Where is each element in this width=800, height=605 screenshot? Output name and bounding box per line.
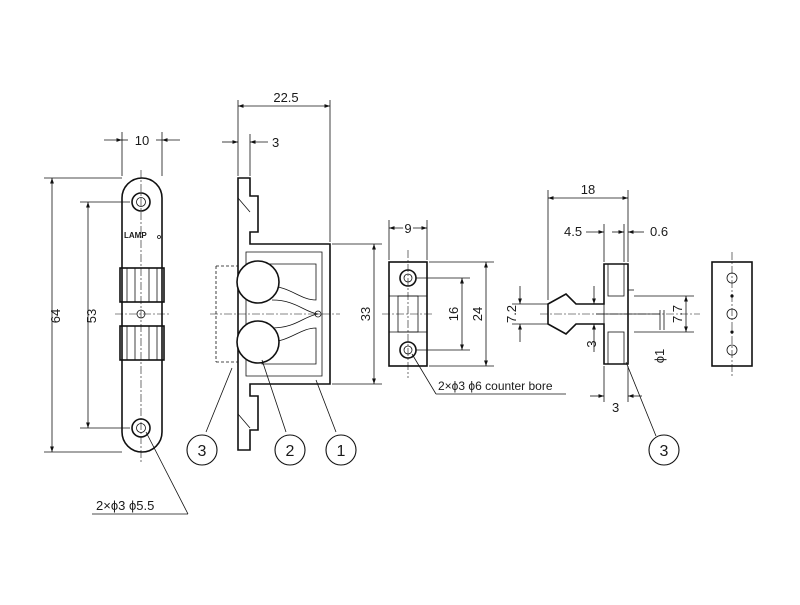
- front-roller-lower-slot-right: [148, 325, 158, 361]
- side-roller-lower: [236, 320, 280, 364]
- front-roller-upper-slot-right: [148, 267, 158, 303]
- strike-length-dim: 18: [581, 182, 595, 197]
- catch-height-dim: 24: [470, 307, 485, 321]
- front-roller-upper-slot-left: [126, 267, 136, 303]
- front-upper-hole-outer: [131, 192, 151, 212]
- side-roller-upper: [236, 260, 280, 304]
- side-view: 22.5 3 33: [205, 90, 382, 451]
- callout-2: 2: [274, 434, 306, 466]
- strike-body-outline: [547, 263, 629, 365]
- front-hole-pitch-dim: 53: [84, 309, 99, 323]
- strike-right-height-dim: 7.7: [670, 305, 685, 323]
- strike-small-dim: 3: [584, 340, 599, 347]
- front-upper-hole-inner: [136, 197, 146, 207]
- side-flange-outline: [237, 177, 331, 451]
- side-height-dim: 33: [358, 307, 373, 321]
- logo-dot: [157, 235, 161, 239]
- strike-pin-dim: ϕ1: [652, 349, 667, 364]
- strike-gap-dim: 0.6: [650, 224, 668, 239]
- catch-view: 9 16 24 2×ϕ3 ϕ6 counter bore: [382, 219, 566, 395]
- strike-view: 18 4.5 0.6 7.2 7.7 3 ϕ1 3: [504, 182, 700, 437]
- front-height-dim: 64: [48, 309, 63, 323]
- svg-text:2: 2: [286, 443, 295, 460]
- strike-offset-dim: 4.5: [564, 224, 582, 239]
- side-depth-dim: 22.5: [273, 90, 298, 105]
- end-view: [711, 252, 753, 376]
- callout-1: 1: [325, 434, 357, 466]
- front-view: LAMP 10 64 53 2×ϕ3 ϕ5.5: [44, 132, 189, 515]
- svg-text:3: 3: [660, 443, 669, 460]
- strike-flange-dim: 3: [612, 400, 619, 415]
- catch-hole-note: 2×ϕ3 ϕ6 counter bore: [438, 379, 553, 393]
- catch-pitch-dim: 16: [446, 307, 461, 321]
- front-width-dim: 10: [135, 133, 149, 148]
- front-roller-upper: [119, 267, 165, 303]
- strike-left-height-dim: 7.2: [504, 305, 519, 323]
- svg-text:3: 3: [198, 443, 207, 460]
- side-flange-dim: 3: [272, 135, 279, 150]
- callout-3-left: 3: [186, 434, 218, 466]
- callout-3-right: 3: [648, 434, 680, 466]
- front-hole-note: 2×ϕ3 ϕ5.5: [96, 498, 154, 513]
- svg-text:1: 1: [337, 443, 346, 460]
- logo-text: LAMP: [124, 231, 147, 240]
- front-body-outline: [121, 177, 163, 453]
- catch-width-dim: 9: [404, 221, 411, 236]
- front-roller-lower-slot-left: [126, 325, 136, 361]
- front-roller-lower: [119, 325, 165, 361]
